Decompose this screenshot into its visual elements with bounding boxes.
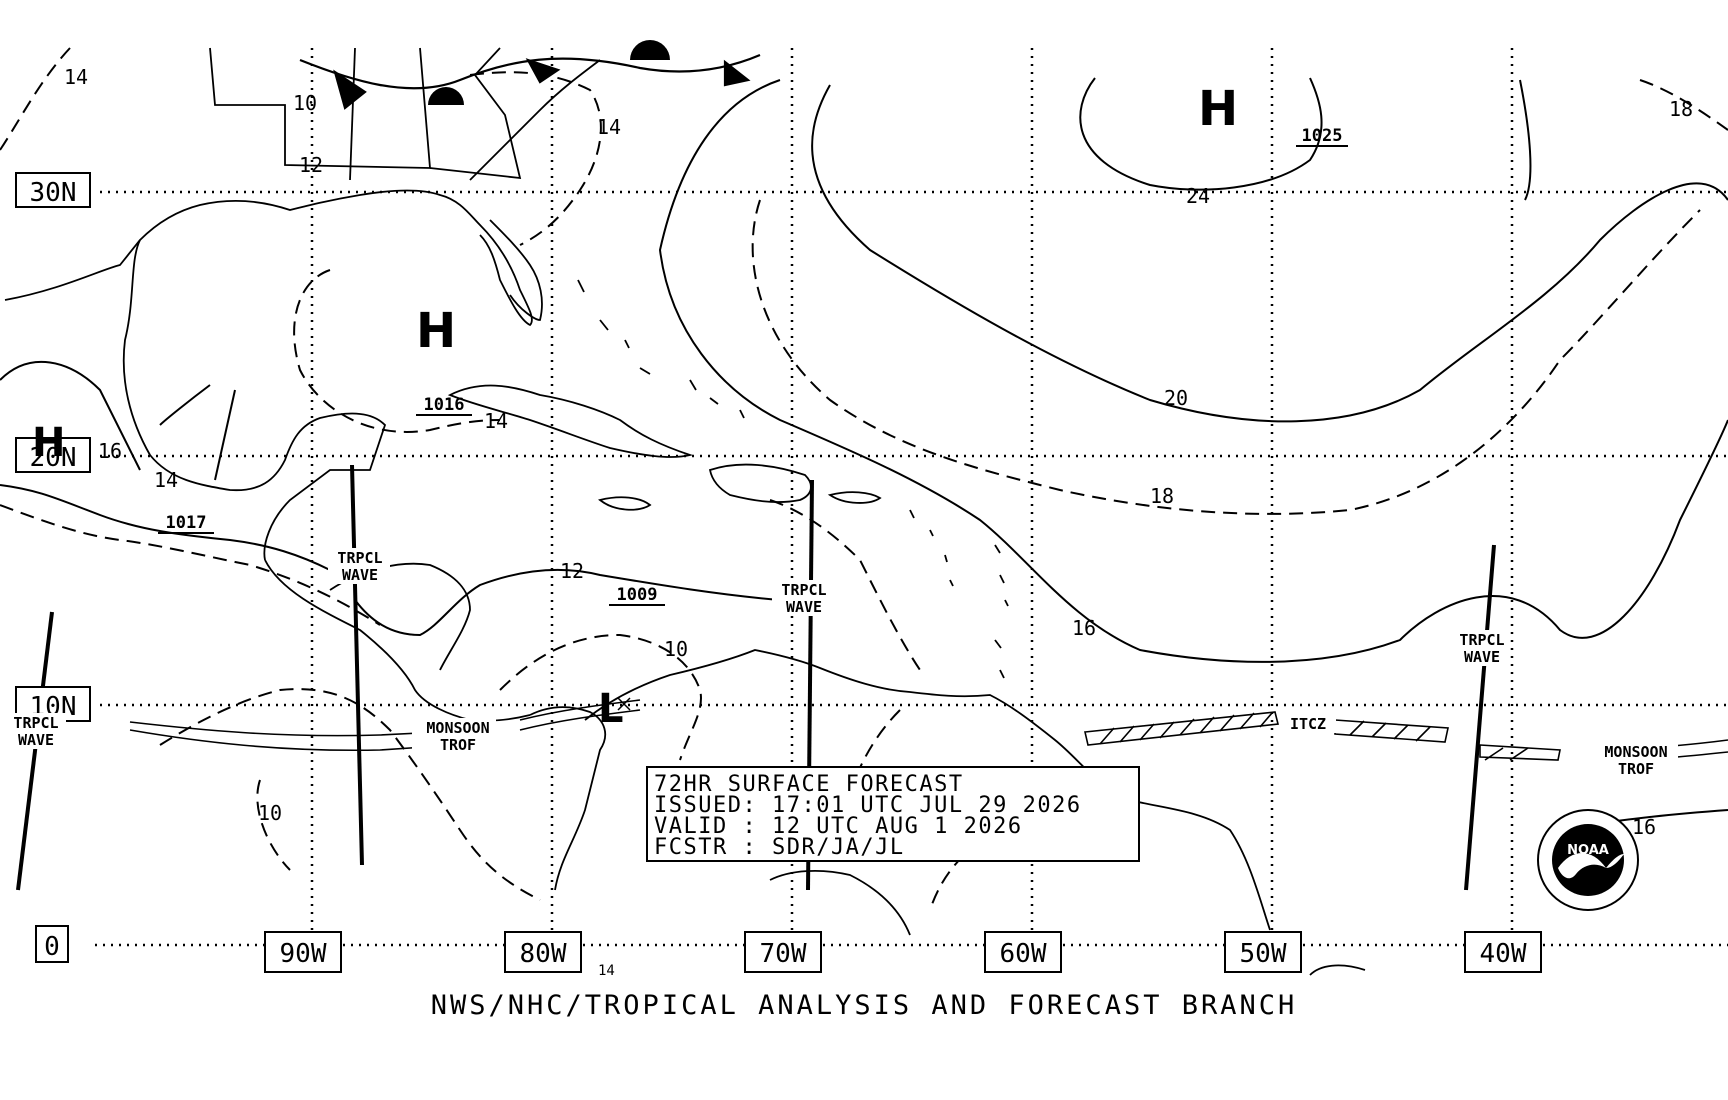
high-pressure-value: 1017 xyxy=(166,513,207,533)
isobar-label: 18 xyxy=(1150,484,1174,508)
monsoon-label-line2: TROF xyxy=(1618,760,1654,778)
high-pressure-value: 1025 xyxy=(1302,126,1343,146)
pressure-centers: H 1025 H 1016 H 1017 L 1009 xyxy=(32,81,1348,732)
coastlines xyxy=(4,47,1366,976)
warm-front-bulbs xyxy=(428,40,670,105)
wave-label-line1: TRPCL xyxy=(781,581,826,599)
isobar-label: 24 xyxy=(1186,184,1210,208)
lon-label-50w: 50W xyxy=(1240,939,1287,969)
lon-label-90w: 90W xyxy=(280,939,327,969)
low-pressure-value: 1009 xyxy=(617,585,658,605)
wave-label-line2: WAVE xyxy=(1464,648,1500,666)
isobar-label: 10 xyxy=(293,91,317,115)
lat-label-0: 0 xyxy=(44,932,60,962)
isobar-label: 10 xyxy=(664,637,688,661)
lon-label-40w: 40W xyxy=(1480,939,1527,969)
isobar-labels: 14 10 12 14 24 18 20 18 16 16 14 14 16 1… xyxy=(64,65,1693,979)
lon-label-80w: 80W xyxy=(520,939,567,969)
monsoon-trough-lines xyxy=(129,699,1728,763)
isobar-label: 10 xyxy=(258,801,282,825)
high-center-symbol: H xyxy=(32,420,65,466)
wave-label-line2: WAVE xyxy=(786,598,822,616)
lon-labels: 90W 80W 70W 60W 50W 40W xyxy=(264,931,1542,973)
monsoon-label-line2: TROF xyxy=(440,736,476,754)
forecast-valid: VALID : 12 UTC AUG 1 2026 xyxy=(654,814,1023,839)
isobar-label: 18 xyxy=(1669,97,1693,121)
forecast-forecaster: FCSTR : SDR/JA/JL xyxy=(654,835,905,860)
high-center-symbol: H xyxy=(1198,81,1238,137)
wave-label-line2: WAVE xyxy=(342,566,378,584)
isobar-label: 20 xyxy=(1164,386,1188,410)
lon-label-60w: 60W xyxy=(1000,939,1047,969)
wave-label-line1: TRPCL xyxy=(337,549,382,567)
monsoon-label-line1: MONSOON xyxy=(426,719,489,737)
wave-label-line2: WAVE xyxy=(18,731,54,749)
lat-labels: 30N 20N 10N 0 xyxy=(15,172,91,963)
lat-lon-grid xyxy=(95,48,1728,947)
isobar-label: 14 xyxy=(64,65,88,89)
cold-front xyxy=(299,53,761,110)
isobar-label: 14 xyxy=(154,468,178,492)
high-center-symbol: H xyxy=(416,303,456,359)
high-pressure-value: 1016 xyxy=(424,395,465,415)
noaa-logo-text: NOAA xyxy=(1567,843,1609,858)
footer-credit: NWS/NHC/TROPICAL ANALYSIS AND FORECAST B… xyxy=(430,990,1298,1021)
wave-label-line1: TRPCL xyxy=(1459,631,1504,649)
isobar-label: 16 xyxy=(1632,815,1656,839)
isobar-label: 16 xyxy=(98,439,122,463)
isobar-label: 14 xyxy=(598,963,615,979)
forecast-issued: ISSUED: 17:01 UTC JUL 29 2026 xyxy=(654,793,1082,818)
isobar-label: 16 xyxy=(1072,616,1096,640)
tropical-wave-labels: TRPCL WAVE TRPCL WAVE TRPCL WAVE TRPCL W… xyxy=(4,548,1510,749)
isobar-label: 14 xyxy=(597,115,621,139)
itcz-label: ITCZ xyxy=(1290,715,1326,733)
noaa-seal-icon: NOAA xyxy=(1537,809,1639,911)
monsoon-label-line1: MONSOON xyxy=(1604,743,1667,761)
forecast-title: 72HR SURFACE FORECAST xyxy=(654,772,964,797)
isobar-label: 14 xyxy=(484,409,508,433)
isobar-label: 12 xyxy=(560,559,584,583)
lon-label-70w: 70W xyxy=(760,939,807,969)
lat-label-30n: 30N xyxy=(30,178,77,208)
wave-label-line1: TRPCL xyxy=(13,714,58,732)
monsoon-itcz-labels: MONSOON TROF MONSOON TROF ITCZ xyxy=(412,713,1678,778)
lat-label-20n: 20N xyxy=(30,443,77,473)
isobar-label: 12 xyxy=(299,153,323,177)
